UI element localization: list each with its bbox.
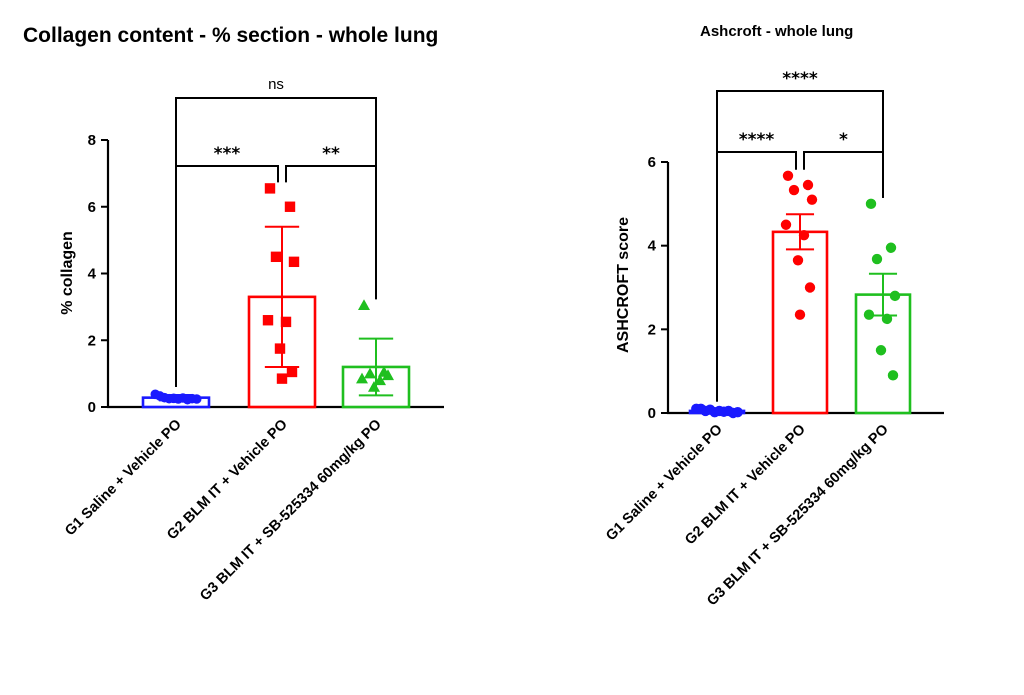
data-point-3 (885, 242, 897, 253)
data-point-2 (794, 309, 806, 320)
data-point-3 (871, 253, 883, 265)
y-tick-label: 4 (648, 238, 657, 255)
y-axis-label: ASHCROFT score (615, 217, 632, 353)
data-point-3 (875, 345, 887, 356)
significance-bracket (175, 165, 279, 387)
data-point-2 (780, 219, 792, 230)
data-point-1 (191, 394, 202, 404)
data-point-3 (887, 370, 899, 381)
data-point-2 (284, 201, 296, 212)
y-tick-label: 0 (88, 399, 96, 416)
data-point-2 (270, 251, 282, 263)
data-point-2 (276, 373, 288, 384)
data-point-3 (382, 369, 394, 381)
y-tick-label: 2 (648, 321, 656, 338)
data-point-2 (280, 316, 292, 328)
data-point-3 (356, 372, 368, 384)
data-point-2 (804, 282, 816, 293)
data-point-2 (792, 255, 804, 266)
data-point-3 (889, 290, 901, 302)
significance-bracket (716, 151, 797, 402)
data-point-2 (782, 170, 794, 182)
data-point-2 (788, 184, 800, 196)
data-point-2 (802, 179, 814, 191)
x-category-label-3: G3 BLM IT + SB-525334 60mg/kg PO (197, 417, 385, 605)
y-tick-label: 8 (88, 132, 96, 149)
y-axis-label: % collagen (59, 231, 76, 315)
significance-label: **** (782, 69, 818, 89)
data-point-2 (806, 194, 818, 205)
y-tick-label: 0 (648, 405, 656, 422)
significance-label: **** (739, 130, 775, 150)
data-point-2 (274, 343, 286, 354)
y-tick-label: 6 (648, 154, 656, 171)
significance-label: ns (268, 76, 284, 93)
x-category-label-1: G1 Saline + Vehicle PO (62, 417, 185, 540)
chart-1-title: Collagen content - % section - whole lun… (23, 24, 438, 47)
significance-label: * (839, 130, 848, 150)
significance-bracket (285, 165, 377, 300)
y-tick-label: 6 (88, 199, 96, 216)
data-point-2 (288, 256, 300, 268)
data-point-3 (364, 367, 376, 379)
data-point-2 (798, 230, 810, 241)
y-tick-label: 4 (88, 266, 97, 283)
data-point-2 (264, 183, 276, 194)
significance-label: ** (322, 144, 340, 164)
data-point-3 (865, 198, 877, 210)
y-tick-label: 2 (88, 332, 96, 349)
data-point-3 (358, 299, 370, 311)
data-point-2 (286, 366, 298, 378)
data-point-1 (732, 406, 743, 418)
data-point-2 (262, 315, 274, 326)
x-category-label-3: G3 BLM IT + SB-525334 60mg/kg PO (704, 422, 892, 610)
significance-bracket (803, 151, 884, 198)
chart-2-title: Ashcroft - whole lung (700, 23, 853, 40)
significance-label: *** (214, 144, 241, 164)
